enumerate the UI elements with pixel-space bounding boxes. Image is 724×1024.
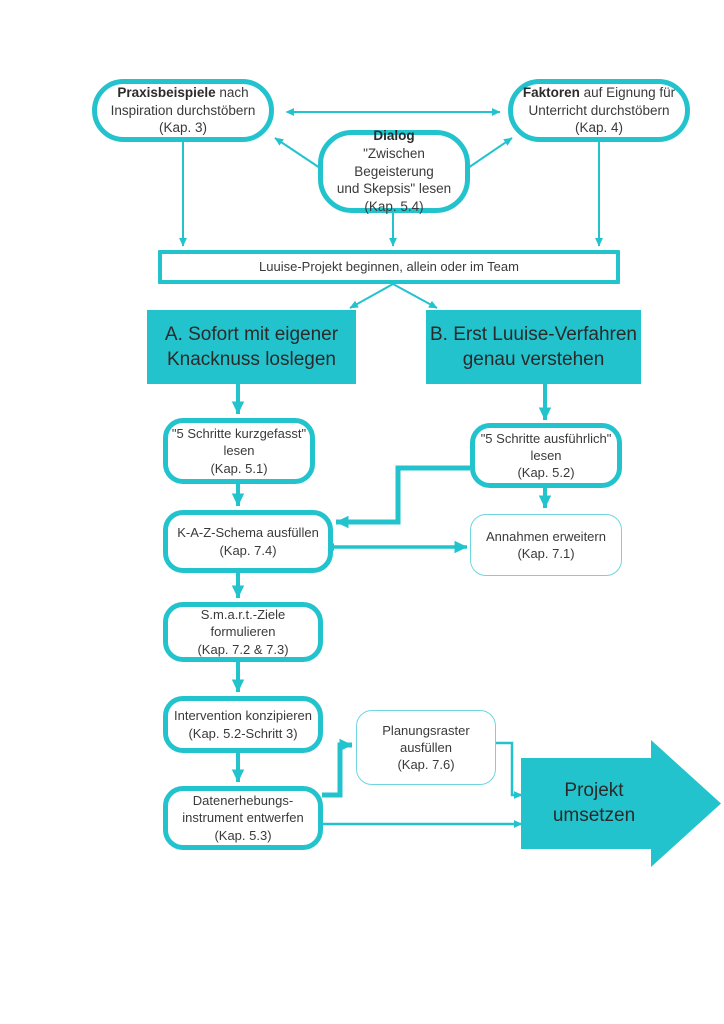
schritte-ausfuehrlich-line1: "5 Schritte ausführlich" xyxy=(480,430,612,446)
schritte-kurz-line2: lesen xyxy=(223,443,255,459)
dialog-line3: und Skepsis" lesen xyxy=(336,181,452,197)
praxisbeispiele-line1-rest: nach xyxy=(215,84,249,100)
node-praxisbeispiele[interactable]: Praxisbeispiele nach Inspiration durchst… xyxy=(92,79,274,142)
dialog-line2: "Zwischen Begeisterung xyxy=(354,145,434,179)
projekt-umsetzen-arrow-shape xyxy=(521,740,721,867)
datenerhebung-text: Datenerhebungs- instrument entwerfen (Ka… xyxy=(182,792,303,843)
kaz-line2: (Kap. 7.4) xyxy=(219,542,277,558)
node-smart-ziele[interactable]: S.m.a.r.t.-Ziele formulieren (Kap. 7.2 &… xyxy=(163,602,323,662)
node-option-a[interactable]: A. Sofort mit eigener Knacknuss loslegen xyxy=(147,310,356,384)
annahmen-text: Annahmen erweitern (Kap. 7.1) xyxy=(486,528,606,562)
node-praxisbeispiele-text: Praxisbeispiele nach Inspiration durchst… xyxy=(111,84,256,137)
datenerhebung-line1: Datenerhebungs- xyxy=(192,793,294,809)
schritte-ausfuehrlich-line2: lesen xyxy=(530,447,562,463)
projekt-umsetzen-label: Projekt umsetzen xyxy=(521,740,721,867)
node-projekt-umsetzen[interactable]: Projekt umsetzen xyxy=(521,740,721,867)
praxisbeispiele-line2: Inspiration durchstöbern xyxy=(110,102,256,118)
edge-dialog-faktoren xyxy=(458,137,513,175)
annahmen-line2: (Kap. 7.1) xyxy=(517,546,575,561)
faktoren-line2: Unterricht durchstöbern xyxy=(528,102,670,118)
node-faktoren-text: Faktoren auf Eignung für Unterricht durc… xyxy=(523,84,675,137)
smart-ziele-text: S.m.a.r.t.-Ziele formulieren (Kap. 7.2 &… xyxy=(168,606,318,657)
dialog-line4: (Kap. 5.4) xyxy=(364,199,424,215)
faktoren-line3: (Kap. 4) xyxy=(574,120,624,136)
node-kaz-schema[interactable]: K-A-Z-Schema ausfüllen (Kap. 7.4) xyxy=(163,510,333,573)
option-a-text: A. Sofort mit eigener Knacknuss loslegen xyxy=(165,322,338,372)
planungsraster-line2: ausfüllen xyxy=(399,739,453,755)
node-faktoren[interactable]: Faktoren auf Eignung für Unterricht durc… xyxy=(508,79,690,142)
praxisbeispiele-bold: Praxisbeispiele xyxy=(117,84,216,100)
projekt-line2: umsetzen xyxy=(552,804,636,826)
planungsraster-line1: Planungsraster xyxy=(382,722,470,738)
projekt-line1: Projekt xyxy=(564,779,624,801)
edge-planungsraster-projekt xyxy=(496,741,523,799)
node-intervention[interactable]: Intervention konzipieren (Kap. 5.2-Schri… xyxy=(163,696,323,753)
kaz-line1: K-A-Z-Schema ausfüllen xyxy=(177,525,319,541)
faktoren-line1-rest: auf Eignung für xyxy=(579,84,676,100)
smart-line1: S.m.a.r.t.-Ziele formulieren xyxy=(200,607,286,640)
planungsraster-line3: (Kap. 7.6) xyxy=(397,757,455,773)
praxisbeispiele-line3: (Kap. 3) xyxy=(158,120,208,136)
node-schritte-kurz[interactable]: "5 Schritte kurzgefasst" lesen (Kap. 5.1… xyxy=(163,418,315,484)
option-b-line1: B. Erst Luuise-Verfahren xyxy=(430,323,637,345)
intervention-text: Intervention konzipieren (Kap. 5.2-Schri… xyxy=(174,707,312,741)
faktoren-bold: Faktoren xyxy=(522,84,580,100)
planungsraster-text: Planungsraster ausfüllen (Kap. 7.6) xyxy=(382,722,469,773)
option-a-line1: A. Sofort mit eigener xyxy=(164,323,339,345)
option-b-text: B. Erst Luuise-Verfahren genau verstehen xyxy=(430,322,637,372)
option-b-line2: genau verstehen xyxy=(462,349,605,370)
node-schritte-ausfuehrlich[interactable]: "5 Schritte ausführlich" lesen (Kap. 5.2… xyxy=(470,423,622,488)
schritte-kurz-line3: (Kap. 5.1) xyxy=(210,460,268,476)
edge-schritte-ausfuehrlich-kaz xyxy=(335,465,470,529)
schritte-kurz-text: "5 Schritte kurzgefasst" lesen (Kap. 5.1… xyxy=(172,425,306,476)
edge-dialog-praxisbeispiele xyxy=(274,137,330,175)
dialog-bold: Dialog xyxy=(373,127,415,143)
node-planungsraster[interactable]: Planungsraster ausfüllen (Kap. 7.6) xyxy=(356,710,496,785)
annahmen-line1: Annahmen erweitern xyxy=(486,528,606,544)
node-luuise-start[interactable]: Luuise-Projekt beginnen, allein oder im … xyxy=(158,250,620,284)
luuise-start-label: Luuise-Projekt beginnen, allein oder im … xyxy=(259,259,519,275)
datenerhebung-line3: (Kap. 5.3) xyxy=(214,827,272,843)
node-option-b[interactable]: B. Erst Luuise-Verfahren genau verstehen xyxy=(426,310,641,384)
intervention-line2: (Kap. 5.2-Schritt 3) xyxy=(188,725,298,741)
kaz-schema-text: K-A-Z-Schema ausfüllen (Kap. 7.4) xyxy=(177,524,319,558)
smart-line2: (Kap. 7.2 & 7.3) xyxy=(197,641,289,657)
edge-start-option-b xyxy=(392,283,438,309)
edge-datenerhebung-planungsraster xyxy=(322,738,353,798)
intervention-line1: Intervention konzipieren xyxy=(173,708,313,724)
schritte-ausfuehrlich-line3: (Kap. 5.2) xyxy=(517,465,575,481)
schritte-kurz-line1: "5 Schritte kurzgefasst" xyxy=(171,426,307,442)
edge-start-option-a xyxy=(349,283,394,309)
node-annahmen[interactable]: Annahmen erweitern (Kap. 7.1) xyxy=(470,514,622,576)
node-datenerhebung[interactable]: Datenerhebungs- instrument entwerfen (Ka… xyxy=(163,786,323,850)
option-a-line2: Knacknuss loslegen xyxy=(166,349,336,370)
schritte-ausfuehrlich-text: "5 Schritte ausführlich" lesen (Kap. 5.2… xyxy=(481,430,612,481)
datenerhebung-line2: instrument entwerfen xyxy=(182,810,304,826)
node-dialog[interactable]: Dialog "Zwischen Begeisterung und Skepsi… xyxy=(318,127,470,216)
node-dialog-text: Dialog "Zwischen Begeisterung und Skepsi… xyxy=(323,127,465,216)
